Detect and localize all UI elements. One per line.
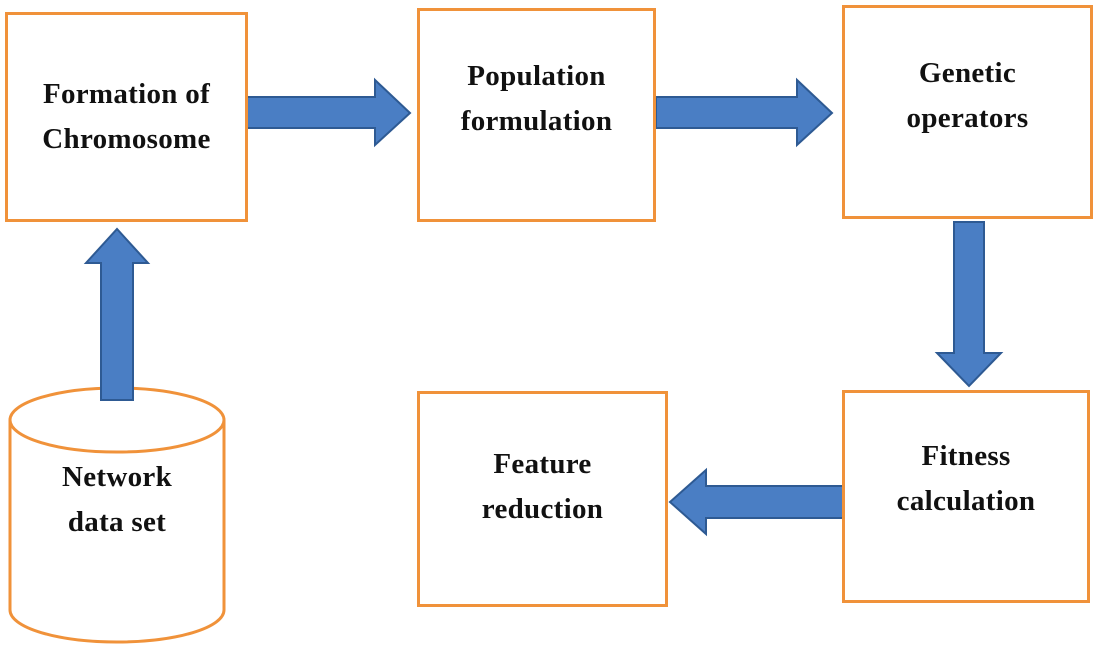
node-genetic-operators: Genetic operators bbox=[842, 5, 1093, 219]
arrow-chromosome-to-population bbox=[246, 77, 412, 148]
cylinder-body bbox=[8, 420, 226, 644]
node-label: Formation of Chromosome bbox=[42, 78, 211, 155]
node-fitness-calculation: Fitness calculation bbox=[842, 390, 1090, 603]
arrow-fitness-to-feature bbox=[668, 467, 845, 537]
node-label: Population formulation bbox=[460, 60, 613, 137]
node-formation-of-chromosome: Formation of Chromosome bbox=[5, 12, 248, 222]
arrow-dataset-to-chromosome bbox=[83, 227, 151, 401]
node-network-data-set: Network data set bbox=[10, 455, 224, 545]
arrow-genetic-to-fitness bbox=[934, 221, 1004, 388]
arrow-population-to-genetic bbox=[655, 77, 834, 148]
node-label: Feature reduction bbox=[481, 447, 604, 525]
node-label: Fitness calculation bbox=[896, 440, 1036, 517]
node-feature-reduction: Feature reduction bbox=[417, 391, 668, 607]
node-label: Genetic operators bbox=[906, 57, 1029, 134]
node-label: Network data set bbox=[61, 461, 172, 538]
node-population-formulation: Population formulation bbox=[417, 8, 656, 222]
